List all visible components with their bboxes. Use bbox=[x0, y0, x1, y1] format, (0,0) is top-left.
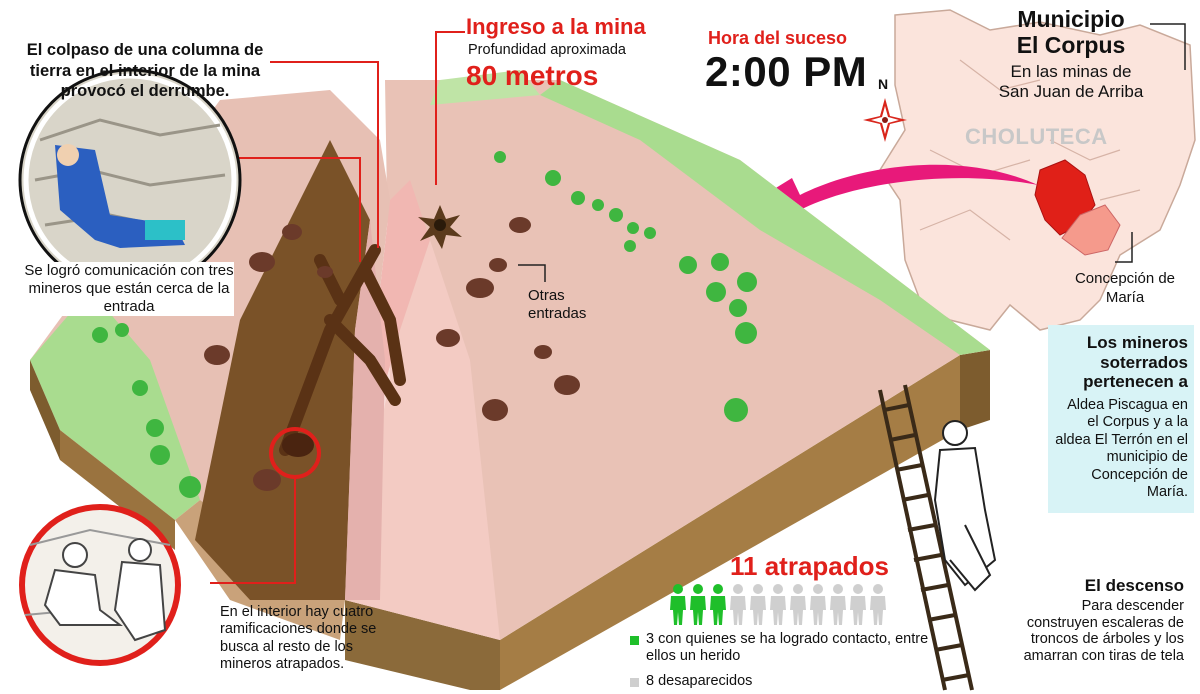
terrain-block bbox=[30, 70, 990, 690]
belonging-title: Los mineros soterrados pertenecen a bbox=[1083, 333, 1188, 392]
municipality-name: El Corpus bbox=[1016, 32, 1126, 58]
trapped-people-row bbox=[668, 583, 888, 627]
tree-icon bbox=[644, 227, 656, 239]
mine-depth-value: 80 metros bbox=[466, 60, 599, 91]
department-label: CHOLUTECA bbox=[965, 124, 1108, 149]
time-value: 2:00 PM bbox=[705, 48, 868, 95]
tree-icon bbox=[609, 208, 623, 222]
time-label: Hora del suceso bbox=[708, 28, 848, 48]
tree-icon bbox=[627, 222, 639, 234]
tree-icon bbox=[494, 151, 506, 163]
callout-other-entrances: Otras entradas bbox=[528, 287, 587, 322]
tree-icon bbox=[737, 272, 757, 292]
rock-icon bbox=[253, 469, 281, 491]
tree-icon bbox=[679, 256, 697, 274]
person-icon bbox=[870, 584, 886, 625]
rock-icon bbox=[282, 224, 302, 240]
mine-depth-label: Profundidad aproximada bbox=[468, 42, 626, 58]
person-icon bbox=[690, 584, 706, 625]
rock-icon bbox=[534, 345, 552, 359]
legend-contacted-swatch bbox=[630, 636, 639, 645]
person-icon bbox=[830, 584, 846, 625]
belonging-box: Los mineros soterrados pertenecen a Alde… bbox=[1048, 325, 1194, 513]
tree-icon bbox=[115, 323, 129, 337]
mines-line1: En las minas de bbox=[1010, 62, 1132, 81]
map-concepcion bbox=[1061, 204, 1121, 256]
ladder-icon bbox=[878, 384, 974, 691]
person-icon bbox=[730, 584, 746, 625]
compass-north-label: N bbox=[878, 76, 889, 92]
rocks bbox=[204, 217, 580, 491]
tree-icon bbox=[592, 199, 604, 211]
inset-collapse-image bbox=[18, 68, 242, 292]
climber-figure bbox=[933, 420, 997, 592]
tree-icon bbox=[545, 170, 561, 186]
person-icon bbox=[670, 584, 686, 625]
callout-collapse: El colpaso de una columna de tierra en e… bbox=[26, 41, 264, 101]
trees bbox=[92, 151, 757, 498]
mine-entry-title: Ingreso a la mina bbox=[466, 14, 646, 39]
municipality-title: Municipio bbox=[1017, 6, 1125, 32]
arrow-icon bbox=[745, 164, 1038, 225]
rock-icon bbox=[317, 266, 333, 278]
person-icon bbox=[750, 584, 766, 625]
rock-icon bbox=[204, 345, 230, 365]
tree-icon bbox=[706, 282, 726, 302]
tree-icon bbox=[624, 240, 636, 252]
tree-icon bbox=[729, 299, 747, 317]
tree-icon bbox=[571, 191, 585, 205]
rock-icon bbox=[466, 278, 494, 298]
tree-icon bbox=[179, 476, 201, 498]
person-icon bbox=[770, 584, 786, 625]
rock-icon bbox=[249, 252, 275, 272]
trapped-title: 11 atrapados bbox=[730, 551, 889, 581]
callout-interior: En el interior hay cuatro ramificaciones… bbox=[220, 604, 377, 673]
person-icon bbox=[810, 584, 826, 625]
tree-icon bbox=[711, 253, 729, 271]
concepcion-label: Concepción de María bbox=[1074, 270, 1176, 306]
legend-missing: 8 desaparecidos bbox=[646, 673, 753, 689]
person-icon bbox=[710, 584, 726, 625]
person-icon bbox=[790, 584, 806, 625]
tree-icon bbox=[92, 327, 108, 343]
descent-title: El descenso bbox=[1084, 576, 1184, 595]
cave-highlight-ring bbox=[269, 427, 321, 479]
tree-icon bbox=[146, 419, 164, 437]
rock-icon bbox=[282, 433, 314, 457]
mines-line2: San Juan de Arriba bbox=[998, 82, 1144, 101]
tree-icon bbox=[150, 445, 170, 465]
callout-lines bbox=[210, 31, 465, 584]
legend-contacted: 3 con quienes se ha logrado contacto, en… bbox=[646, 631, 929, 665]
tree-icon bbox=[735, 322, 757, 344]
tree-icon bbox=[132, 380, 148, 396]
legend-missing-swatch bbox=[630, 678, 639, 687]
rock-icon bbox=[554, 375, 580, 395]
rock-icon bbox=[482, 399, 508, 421]
inset-miners-image bbox=[19, 504, 181, 666]
callout-communication: Se logró comunicación con tres mineros q… bbox=[24, 262, 234, 316]
belonging-text: Aldea Piscagua en el Corpus y a la aldea… bbox=[1055, 397, 1188, 500]
rock-icon bbox=[489, 258, 507, 272]
compass-icon bbox=[863, 98, 907, 142]
map-honduras-south bbox=[879, 9, 1196, 331]
tree-icon bbox=[724, 398, 748, 422]
descent-text: Para descender construyen escaleras de t… bbox=[1023, 598, 1184, 665]
rock-icon bbox=[436, 329, 460, 347]
rock-icon bbox=[509, 217, 531, 233]
person-icon bbox=[850, 584, 866, 625]
